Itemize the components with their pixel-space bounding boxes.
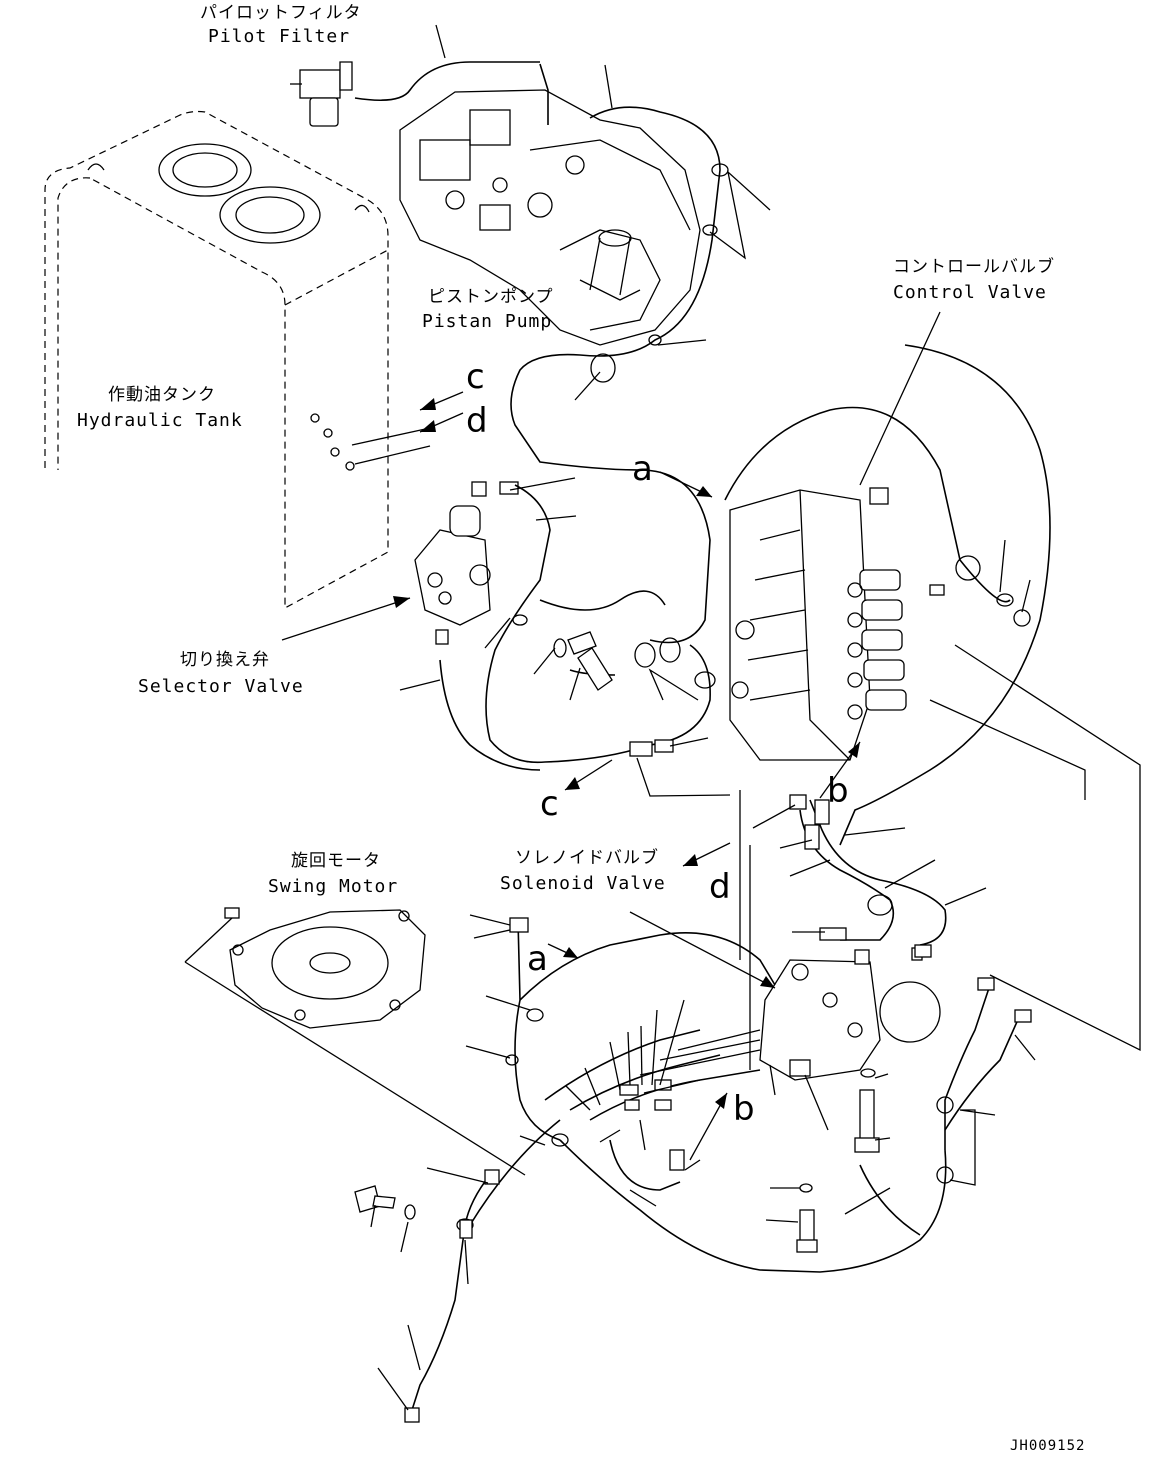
swing-motor	[184, 907, 526, 1176]
ref-letter-d-top: d	[466, 401, 488, 441]
swing-motor-label-en: Swing Motor	[268, 876, 398, 897]
ref-letter-c-bottom: c	[540, 784, 559, 824]
drawing-number: JH009152	[1010, 1438, 1085, 1454]
swing-motor-label-jp: 旋回モータ	[291, 851, 381, 871]
pilot-filter-label-en: Pilot Filter	[208, 26, 350, 47]
component-labels: パイロットフィルタ Pilot Filter ピストンポンプ Pistan Pu…	[77, 3, 1055, 897]
fittings	[354, 631, 1032, 1423]
pistan-pump-label-en: Pistan Pump	[422, 311, 552, 332]
ref-letter-b-top: b	[827, 771, 849, 811]
reference-arrows	[281, 391, 861, 1161]
selector-valve	[414, 481, 519, 645]
pilot-filter-label-jp: パイロットフィルタ	[200, 3, 362, 23]
ref-letter-a-bottom: a	[527, 939, 548, 979]
hoses	[354, 61, 1051, 1411]
piston-pump	[399, 89, 701, 346]
ref-letter-c-top: c	[466, 357, 485, 397]
clamps	[456, 163, 1031, 1232]
reference-letters: c d a c b d a b	[466, 357, 849, 1129]
pistan-pump-label-jp: ピストンポンプ	[428, 287, 554, 307]
hydraulic-tank	[44, 110, 431, 610]
control-valve	[729, 487, 945, 761]
solenoid-valve-label-jp: ソレノイドバルブ	[515, 847, 659, 868]
selector-valve-label-en: Selector Valve	[138, 676, 304, 697]
leader-lines	[370, 24, 1141, 1411]
solenoid-valve-label-en: Solenoid Valve	[500, 873, 666, 894]
control-valve-label-jp: コントロールバルブ	[893, 256, 1055, 277]
hydraulic-tank-label-en: Hydraulic Tank	[77, 410, 243, 431]
solenoid-valve	[759, 947, 941, 1081]
hydraulic-tank-label-jp: 作動油タンク	[108, 385, 216, 405]
ref-letter-a-top: a	[632, 449, 653, 489]
selector-valve-label-jp: 切り換え弁	[180, 650, 270, 670]
control-valve-label-en: Control Valve	[893, 282, 1047, 303]
ref-letter-b-bottom: b	[733, 1089, 755, 1129]
pilot-filter	[290, 61, 353, 127]
ref-letter-d-bottom: d	[709, 867, 731, 907]
